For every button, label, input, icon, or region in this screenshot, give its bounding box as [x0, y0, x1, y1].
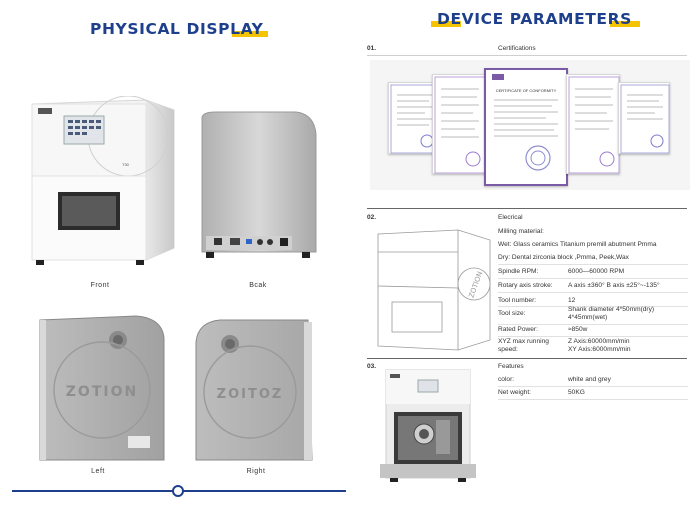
zotion-emboss-mirrored: ΖΟΙΤΟΖ	[217, 387, 284, 402]
certifications-area: CERTIFICATE OF CONFORMITY	[370, 60, 690, 190]
row-rule	[498, 306, 688, 307]
param-label: Rotary axis stroke:	[498, 282, 553, 289]
param-value: Shank diameter 4*50mm(dry)	[568, 306, 655, 313]
param-tool-size: Tool size: Shank diameter 4*50mm(dry) 4*…	[498, 306, 688, 324]
row-rule	[498, 324, 688, 325]
right-caption: Right	[246, 468, 266, 475]
heading-accent-bar-left	[431, 21, 461, 27]
certificate-main: CERTIFICATE OF CONFORMITY	[484, 68, 568, 186]
front-view-image: T30	[31, 96, 175, 265]
row-rule	[498, 278, 688, 279]
param-xyz-speed: XYZ max running speed: Z Axis:60000mm/mi…	[498, 338, 688, 356]
section-01-rule	[367, 55, 687, 56]
row-rule	[498, 386, 688, 387]
physical-display-panel: PHYSICAL DISPLAY T30 Front	[12, 20, 346, 497]
back-caption: Bcak	[249, 282, 267, 289]
param-value: white and grey	[568, 376, 611, 383]
section-03-number: 03.	[367, 363, 377, 370]
device-parameters-heading: DEVICE PARAMETERS	[431, 10, 640, 28]
certificate-1	[388, 82, 440, 154]
model-label: T30	[122, 162, 130, 167]
back-view-image	[201, 111, 317, 258]
milling-material-label: Milling material:	[498, 228, 544, 235]
bottom-circle-marker	[172, 485, 184, 497]
param-spindle: Spindle RPM: 6000—60000 RPM	[498, 268, 688, 278]
device-parameters-title: DEVICE PARAMETERS	[437, 10, 632, 28]
section-02-title: Elecrical	[498, 214, 523, 221]
param-rated-power: Rated Power: ≈850w	[498, 326, 688, 336]
param-value: 12	[568, 297, 576, 304]
device-parameters-panel: DEVICE PARAMETERS 01. Certifications CER…	[350, 0, 700, 506]
param-tool-number: Tool number: 12	[498, 297, 688, 307]
section-01-number: 01.	[367, 45, 377, 52]
param-value: A axis ±360° B axis ±25°~-135°	[568, 282, 660, 289]
left-caption: Left	[91, 468, 105, 475]
device-line-drawing: ZOTION	[377, 229, 491, 351]
right-view-image: ΖΟΙΤΟΖ	[195, 319, 313, 461]
param-label: Spindle RPM:	[498, 268, 539, 275]
zotion-emboss: ZOTION	[66, 384, 138, 400]
param-label: Net weight:	[498, 389, 531, 396]
front-caption: Front	[90, 282, 110, 289]
param-label: XYZ max running	[498, 338, 549, 345]
certificate-4	[566, 74, 620, 174]
param-value-2: XY Axis:6000mm/min	[568, 346, 631, 353]
row-rule	[498, 336, 688, 337]
section-03-top-rule	[367, 358, 687, 359]
certificate-5	[618, 82, 670, 154]
certificate-heading-text: CERTIFICATE OF CONFORMITY	[496, 88, 557, 93]
section-01-title: Certifications	[498, 45, 536, 52]
drawing-logo: ZOTION	[467, 270, 484, 298]
section-02-top-rule	[367, 208, 687, 209]
wet-materials: Wet: Glass ceramics Titanium premill abu…	[498, 241, 657, 248]
row-rule	[498, 264, 688, 265]
row-rule	[498, 292, 688, 293]
heading-accent-bar	[231, 31, 268, 37]
physical-display-heading: PHYSICAL DISPLAY	[90, 20, 268, 38]
param-rotary-axis: Rotary axis stroke: A axis ±360° B axis …	[498, 282, 688, 292]
section-02-number: 02.	[367, 214, 377, 221]
dry-materials: Dry: Dental zirconia block ,Pmma, Peek,W…	[498, 254, 629, 261]
param-label-2: speed:	[498, 346, 518, 353]
device-open-image	[380, 369, 476, 482]
heading-accent-bar-right	[609, 21, 640, 27]
certificate-2	[432, 74, 486, 174]
left-view-image: ZOTION	[39, 315, 165, 461]
param-value: ≈850w	[568, 326, 588, 333]
param-value: Z Axis:60000mm/min	[568, 338, 630, 345]
param-value: 50KG	[568, 389, 585, 396]
param-value-2: 4*45mm(wet)	[568, 314, 608, 321]
param-label: Rated Power:	[498, 326, 538, 333]
row-rule	[498, 399, 688, 400]
section-03-title: Features	[498, 363, 524, 370]
param-label: Tool size:	[498, 310, 526, 317]
feature-net-weight: Net weight: 50KG	[498, 389, 688, 399]
param-value: 6000—60000 RPM	[568, 268, 625, 275]
physical-display-title: PHYSICAL DISPLAY	[90, 20, 264, 38]
param-label: Tool number:	[498, 297, 537, 304]
feature-color: color: white and grey	[498, 376, 688, 386]
param-label: color:	[498, 376, 515, 383]
